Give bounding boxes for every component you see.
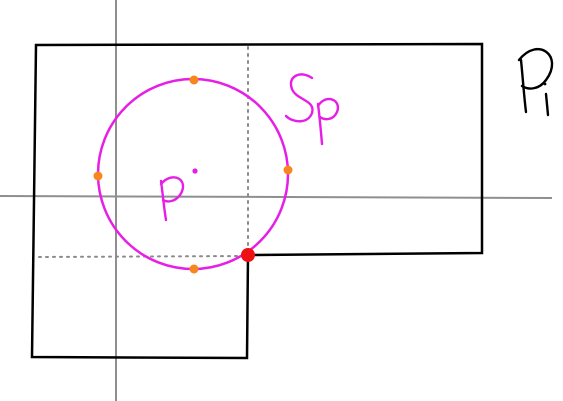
center-label-text: p	[0, 0, 1, 1]
polygon-label-text: Pi	[0, 0, 2, 1]
polygon-outline	[30, 42, 484, 360]
corner-point	[241, 248, 255, 262]
horizontal-axis	[0, 195, 553, 199]
label-pi	[517, 48, 554, 117]
label-sp	[284, 73, 340, 146]
sample-point-bottom	[189, 264, 199, 274]
label-p	[159, 176, 185, 222]
center-dot	[192, 168, 198, 174]
circle-label-text: Sp	[0, 0, 2, 1]
sample-point-right	[283, 165, 293, 175]
sample-point-left	[93, 171, 103, 181]
sample-point-top	[189, 75, 199, 85]
circle-sp	[96, 77, 290, 271]
